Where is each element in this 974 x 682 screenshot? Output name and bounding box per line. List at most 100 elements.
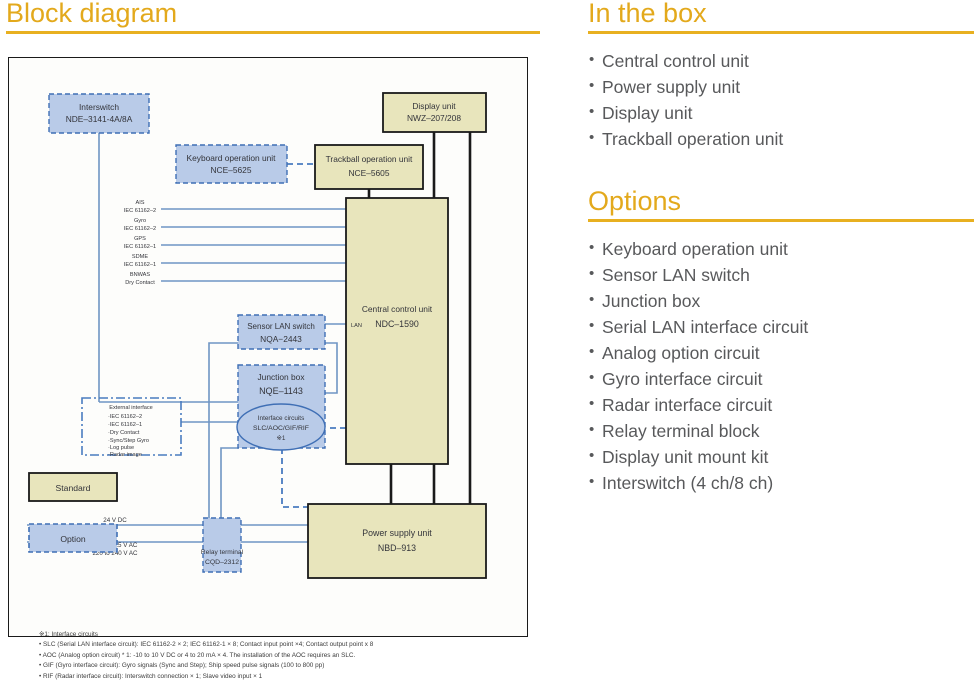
external-interface-item-3: ·Sync/Step Gyro xyxy=(108,438,149,444)
diagram-notes: ※1: Interface circuits • SLC (Serial LAN… xyxy=(39,630,519,682)
block-junction-box[interactable]: Junction box NQE–1143 Interface circuits… xyxy=(236,364,326,451)
block-interswitch-rect xyxy=(48,93,150,134)
external-interface-item-1: ·IEC 61162–1 xyxy=(108,422,142,428)
block-display-rect xyxy=(382,92,487,133)
external-interface-item-0: ·IEC 61162–2 xyxy=(108,414,142,420)
legend-standard-label: Standard xyxy=(56,483,91,493)
page-title: Block diagram xyxy=(6,0,178,28)
options-item-0: Keyboard operation unit xyxy=(588,235,974,262)
in-the-box-item-1: Power supply unit xyxy=(588,73,974,100)
interface-circuits-oval xyxy=(236,403,326,451)
external-interface-box: External interface ·IEC 61162–2 ·IEC 611… xyxy=(81,397,182,458)
block-relay-rect xyxy=(202,517,242,573)
block-trackball-unit[interactable]: Trackball operation unit NCE–5605 xyxy=(314,144,424,190)
block-interswitch-line2: NDE–3141-4A/8A xyxy=(66,114,133,124)
block-display-line2: NWZ–207/208 xyxy=(407,113,461,123)
options-item-9: Interswitch (4 ch/8 ch) xyxy=(588,469,974,496)
options-item-7: Relay terminal block xyxy=(588,417,974,444)
block-trackball-rect xyxy=(314,144,424,190)
signal-1-spec: IEC 61162–2 xyxy=(124,226,156,232)
options-item-8: Display unit mount kit xyxy=(588,443,974,470)
legend-standard-swatch xyxy=(28,472,118,502)
in-the-box-item-3: Trackball operation unit xyxy=(588,125,974,152)
block-sensorlan-rect xyxy=(237,314,326,350)
options-underline xyxy=(588,219,974,222)
legend-option: Option xyxy=(28,523,118,553)
signal-0-name: AIS xyxy=(135,200,144,206)
note-item-slc: • SLC (Serial LAN interface circuit): IE… xyxy=(39,641,374,649)
line-junction-left-down xyxy=(220,447,238,474)
line-interface-to-power xyxy=(281,448,308,508)
block-relay-line1: Relay terminal xyxy=(201,549,244,556)
block-interswitch-line1: Interswitch xyxy=(79,102,119,112)
side-column: In the box Central control unit Power su… xyxy=(588,0,974,656)
in-the-box-list: Central control unit Power supply unit D… xyxy=(588,47,974,152)
signal-3-spec: IEC 61162–1 xyxy=(124,262,156,268)
block-diagram-svg: Interswitch NDE–3141-4A/8A Display unit … xyxy=(27,92,487,579)
external-interface-item-4: ·Log pulse xyxy=(108,445,134,451)
block-diagram-column: Block diagram xyxy=(6,0,540,680)
block-sensor-lan-switch[interactable]: Sensor LAN switch NQA−2443 xyxy=(237,314,326,350)
block-central-control-unit[interactable]: Central control unit NDC–1590 LAN xyxy=(345,197,449,465)
block-display-unit[interactable]: Display unit NWZ–207/208 xyxy=(382,92,487,133)
options-item-5: Gyro interface circuit xyxy=(588,365,974,392)
legend-option-swatch xyxy=(28,523,118,553)
signal-1-name: Gyro xyxy=(134,218,146,224)
note-item-gif: • GIF (Gyro interface circuit): Gyro sig… xyxy=(39,662,325,670)
block-trackball-line2: NCE–5605 xyxy=(349,168,390,178)
page-root: Block diagram xyxy=(0,0,974,656)
block-display-line1: Display unit xyxy=(412,101,456,111)
block-power-line2: NBD–913 xyxy=(378,543,416,553)
in-the-box-item-0: Central control unit xyxy=(588,47,974,74)
block-power-rect xyxy=(307,503,487,579)
block-power-line1: Power supply unit xyxy=(362,528,432,538)
signal-labels: AIS IEC 61162–2 Gyro IEC 61162–2 GPS IEC… xyxy=(124,200,156,286)
line-sensorlan-left-down xyxy=(208,342,238,474)
external-interface-item-5: ·Radar image xyxy=(108,452,142,458)
options-list: Keyboard operation unit Sensor LAN switc… xyxy=(588,235,974,496)
signal-2-spec: IEC 61162–1 xyxy=(124,244,156,250)
block-keyboard-line2: NCE–5625 xyxy=(211,165,252,175)
signal-0-spec: IEC 61162–2 xyxy=(124,208,156,214)
title-underline xyxy=(6,31,540,34)
power-label-dc: 24 V DC xyxy=(103,517,127,524)
in-the-box-item-2: Display unit xyxy=(588,99,974,126)
block-keyboard-line1: Keyboard operation unit xyxy=(187,153,277,163)
note-item-aoc: • AOC (Analog option circuit) * 1: -10 t… xyxy=(39,651,356,659)
block-junction-line1: Junction box xyxy=(257,372,305,382)
block-central-line1: Central control unit xyxy=(362,304,433,314)
external-interface-title: External interface xyxy=(109,405,153,411)
signal-4-spec: Dry Contact xyxy=(125,280,155,286)
block-relay-terminal[interactable]: Relay terminal CQD–2312 xyxy=(201,517,244,573)
options-item-3: Serial LAN interface circuit xyxy=(588,313,974,340)
options-title: Options xyxy=(588,186,682,216)
block-power-supply-unit[interactable]: Power supply unit NBD–913 xyxy=(307,503,487,579)
external-interface-item-2: ·Dry Contact xyxy=(108,430,140,436)
options-item-1: Sensor LAN switch xyxy=(588,261,974,288)
block-central-rect xyxy=(345,197,449,465)
interface-circuits-line3: ※1 xyxy=(277,435,286,442)
lan-port-label: LAN xyxy=(351,323,362,329)
block-sensorlan-line2: NQA−2443 xyxy=(260,334,302,344)
power-label-ac2: 220 to 240 V AC xyxy=(92,550,138,557)
block-trackball-line1: Trackball operation unit xyxy=(326,154,413,164)
in-the-box-title: In the box xyxy=(588,0,707,28)
in-the-box-underline xyxy=(588,31,974,34)
interface-circuits-line1: Interface circuits xyxy=(258,415,305,422)
line-sensorlan-to-junction-right xyxy=(325,342,338,394)
note-item-rif: • RIF (Radar interface circuit): Intersw… xyxy=(39,672,263,680)
block-sensorlan-line1: Sensor LAN switch xyxy=(247,322,315,331)
options-item-6: Radar interface circuit xyxy=(588,391,974,418)
block-central-line2: NDC–1590 xyxy=(375,319,419,329)
interface-circuits-line2: SLC/AOC/GIF/RIF xyxy=(253,425,309,432)
external-interface-rect xyxy=(81,397,182,456)
note-heading: ※1: Interface circuits xyxy=(39,631,98,638)
signal-4-name: BNWAS xyxy=(130,272,151,278)
block-junction-line2: NQE–1143 xyxy=(259,386,303,396)
signal-3-name: SDME xyxy=(132,254,148,260)
options-item-4: Analog option circuit xyxy=(588,339,974,366)
block-keyboard-rect xyxy=(175,144,288,184)
block-keyboard-unit[interactable]: Keyboard operation unit NCE–5625 xyxy=(175,144,288,184)
block-interswitch[interactable]: Interswitch NDE–3141-4A/8A xyxy=(48,93,150,134)
block-relay-line2: CQD–2312 xyxy=(205,559,239,566)
